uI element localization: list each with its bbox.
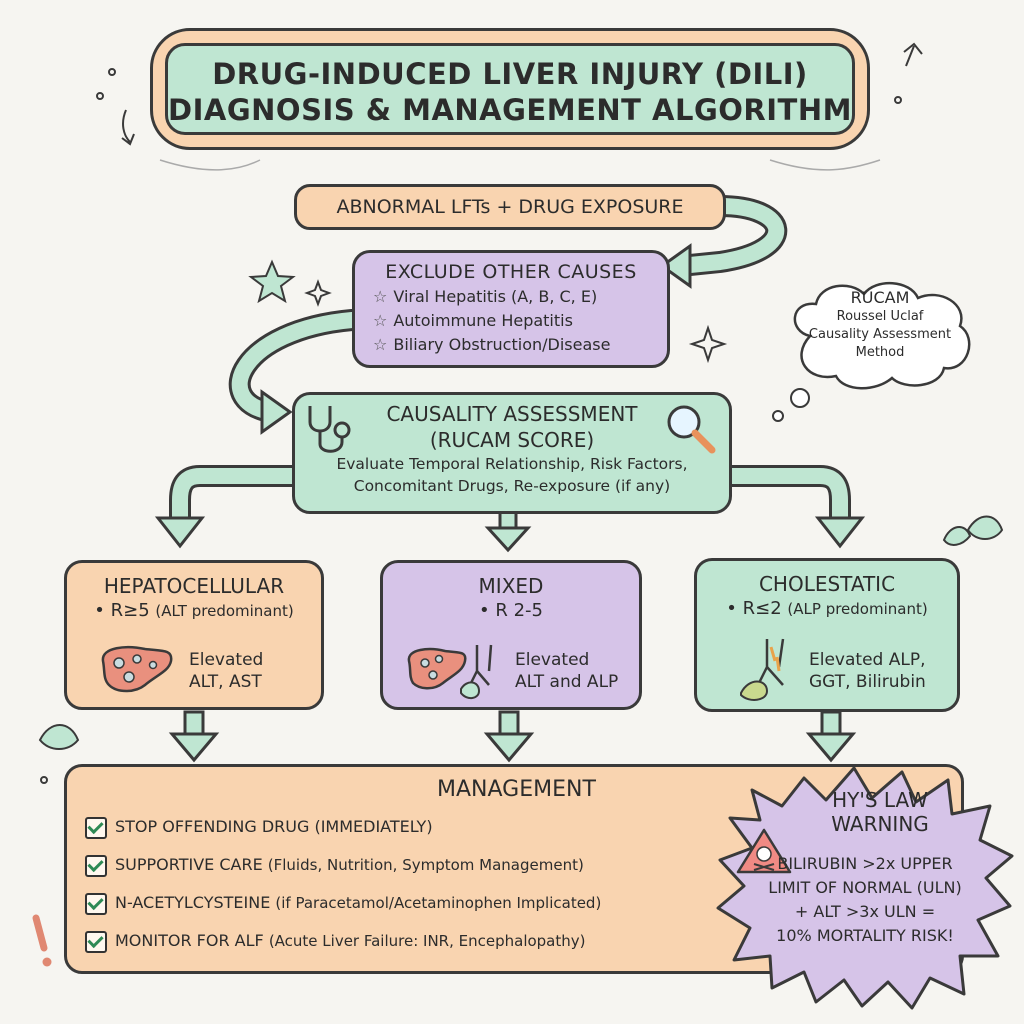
dot-doodle <box>108 68 116 76</box>
checkbox-icon <box>85 930 107 953</box>
magnifier-icon <box>667 405 716 454</box>
rucam-line-1: Roussel Uclaf <box>836 309 924 324</box>
arrow-mixed-to-mgmt <box>483 732 535 763</box>
skull-icon <box>756 846 772 862</box>
cholestatic-title: CHOLESTATIC <box>758 572 896 596</box>
management-item: SUPPORTIVE CARE (Fluids, Nutrition, Symp… <box>85 853 943 877</box>
mixed-criterion: • R 2-5 <box>479 600 543 621</box>
sparkle-doodle <box>688 324 728 364</box>
mixed-box: MIXED • R 2-5 Elevated ALT and ALP <box>380 560 642 710</box>
hepatocellular-findings: Elevated ALT, AST <box>189 650 264 692</box>
mixed-title: MIXED <box>478 574 544 598</box>
checkbox-icon <box>85 892 107 915</box>
cholestatic-findings: Elevated ALP, GGT, Bilirubin <box>809 650 926 692</box>
exclamation-doodle <box>32 914 48 952</box>
hys-law-line-2: LIMIT OF NORMAL (ULN) <box>768 878 962 897</box>
rucam-cloud-icon <box>793 281 971 390</box>
hys-law-body: BILIRUBIN >2x UPPER LIMIT OF NORMAL (ULN… <box>728 852 1002 948</box>
cholestatic-criterion: • R≤2 (ALP predominant) <box>726 598 928 619</box>
arrow-doodle-left <box>121 109 135 146</box>
management-item: N-ACETYLCYSTEINE (if Paracetamol/Acetami… <box>85 891 943 915</box>
liver-bile-duct-icon <box>407 644 493 699</box>
arrowhead-exclude <box>659 243 692 289</box>
leaf-doodle-left <box>38 724 80 750</box>
management-list: STOP OFFENDING DRUG (IMMEDIATELY) SUPPOR… <box>85 815 943 953</box>
hys-law-line-1: BILIRUBIN >2x UPPER <box>777 854 953 873</box>
exclude-list: ☆Viral Hepatitis (A, B, C, E) ☆Autoimmun… <box>373 285 649 357</box>
causality-desc-2: Concomitant Drugs, Re-exposure (if any) <box>353 477 671 495</box>
hepatocellular-box: HEPATOCELLULAR • R≥5 (ALT predominant) E… <box>64 560 324 710</box>
arrow-doodle-top <box>903 42 923 67</box>
leaf-doodle-right <box>966 515 1004 540</box>
hys-law-starburst <box>716 766 1014 1010</box>
leaf-doodle-right-2 <box>942 526 972 546</box>
title-line-1: DRUG-INDUCED LIVER INJURY (DILI) <box>212 57 808 91</box>
arrow-hep-to-mgmt <box>168 732 220 763</box>
stethoscope-icon <box>308 406 351 453</box>
star-icon: ☆ <box>373 287 388 306</box>
management-item: MONITOR FOR ALF (Acute Liver Failure: IN… <box>85 929 943 953</box>
management-title: MANAGEMENT <box>437 777 596 802</box>
star-doodle <box>248 259 296 304</box>
hepatocellular-criterion: • R≥5 (ALT predominant) <box>94 600 294 621</box>
hepatocellular-title: HEPATOCELLULAR <box>103 574 285 598</box>
arrow-split-center <box>484 526 532 553</box>
management-item: STOP OFFENDING DRUG (IMMEDIATELY) <box>85 815 943 839</box>
causality-desc-1: Evaluate Temporal Relationship, Risk Fac… <box>336 455 688 473</box>
causality-box: CAUSALITY ASSESSMENT (RUCAM SCORE) Evalu… <box>292 392 732 514</box>
start-box: ABNORMAL LFTs + DRUG EXPOSURE <box>294 184 726 230</box>
gallbladder-icon <box>740 638 785 701</box>
star-icon: ☆ <box>373 335 388 354</box>
exclude-item: ☆Biliary Obstruction/Disease <box>373 335 611 354</box>
exclude-item: ☆Viral Hepatitis (A, B, C, E) <box>373 287 598 306</box>
hys-law-content: HY'S LAW WARNING <box>820 788 940 836</box>
exclude-box: EXCLUDE OTHER CAUSES ☆Viral Hepatitis (A… <box>352 250 670 368</box>
hys-law-title-2: WARNING <box>831 812 929 836</box>
rucam-bubble: RUCAM Roussel Uclaf Causality Assessment… <box>800 288 960 362</box>
rucam-title: RUCAM <box>850 288 910 307</box>
start-label: ABNORMAL LFTs + DRUG EXPOSURE <box>336 196 684 218</box>
causality-title-2: (RUCAM SCORE) <box>429 428 595 452</box>
hys-law-line-3: + ALT >3x ULN = <box>794 902 936 921</box>
title-line-2: DIAGNOSIS & MANAGEMENT ALGORITHM <box>168 93 852 127</box>
liver-icon <box>101 645 173 693</box>
arrowhead-causality <box>260 389 293 435</box>
hys-law-title-1: HY'S LAW <box>832 788 928 812</box>
exclude-title: EXCLUDE OTHER CAUSES <box>385 261 637 283</box>
star-icon: ☆ <box>373 311 388 330</box>
sparkle-doodle-2 <box>304 279 332 307</box>
rucam-line-3: Method <box>855 345 905 360</box>
cholestatic-box: CHOLESTATIC • R≤2 (ALP predominant) Elev… <box>694 558 960 712</box>
title-inner-panel: DRUG-INDUCED LIVER INJURY (DILI) DIAGNOS… <box>165 43 855 135</box>
hys-law-line-4: 10% MORTALITY RISK! <box>776 926 954 945</box>
rucam-line-2: Causality Assessment <box>808 327 952 342</box>
mixed-findings: Elevated ALT and ALP <box>515 650 619 692</box>
causality-title-1: CAUSALITY ASSESSMENT <box>386 402 638 426</box>
title-banner: DRUG-INDUCED LIVER INJURY (DILI) DIAGNOS… <box>150 28 870 150</box>
exclude-item: ☆Autoimmune Hepatitis <box>373 311 573 330</box>
checkbox-icon <box>85 816 107 839</box>
arrow-chol-to-mgmt <box>805 732 857 763</box>
checkbox-icon <box>85 854 107 877</box>
